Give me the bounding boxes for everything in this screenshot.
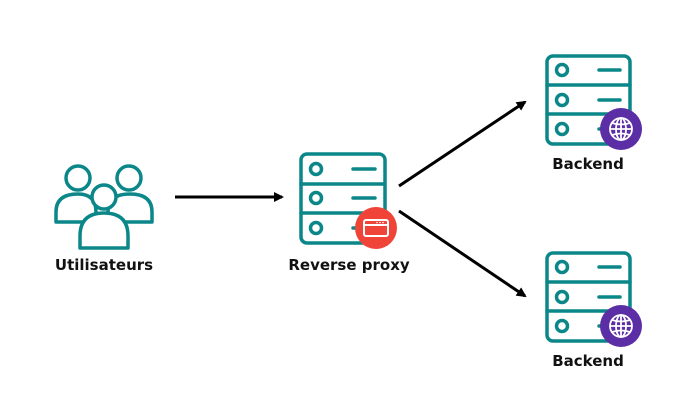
browser-window-icon	[355, 207, 397, 249]
arrow-proxy-to-backend-top	[398, 100, 527, 188]
arrow-proxy-to-backend-bottom	[398, 209, 527, 298]
proxy-label: Reverse proxy	[288, 256, 410, 274]
globe-icon	[600, 108, 642, 150]
globe-icon	[600, 305, 642, 347]
users-group-icon	[54, 164, 154, 250]
backend-top-server-icon	[545, 54, 632, 146]
backend-top-label: Backend	[552, 155, 624, 173]
users-label: Utilisateurs	[54, 256, 154, 274]
backend-bottom-label: Backend	[552, 352, 624, 370]
